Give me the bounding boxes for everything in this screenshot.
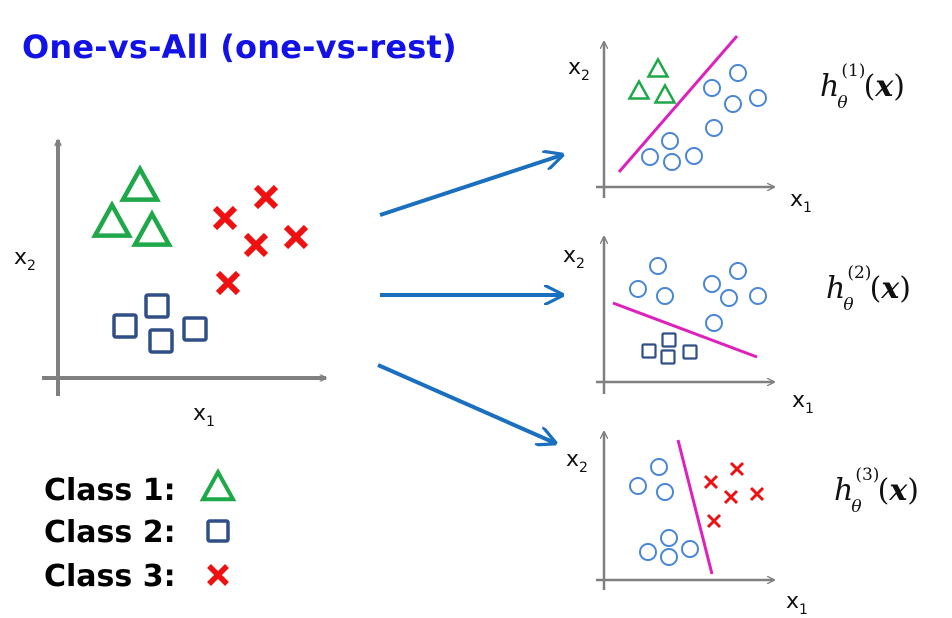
class-3-cross-point bbox=[253, 184, 279, 210]
legend-cross-icon bbox=[207, 564, 229, 586]
main-y-axis-label: x2 bbox=[14, 245, 36, 274]
rest-circle-point bbox=[629, 280, 647, 298]
rest-circle-point bbox=[661, 132, 679, 150]
rest-circle-point bbox=[641, 148, 659, 166]
subplot-2: x2 x1 h(2)θ(x) bbox=[563, 237, 911, 417]
subplot-2-decision-boundary bbox=[612, 301, 758, 359]
rest-circle-point bbox=[749, 89, 767, 107]
class-3-cross-point bbox=[283, 224, 309, 250]
main-data-points bbox=[91, 164, 309, 354]
rest-circle-point bbox=[720, 289, 738, 307]
main-x-axis-label: x1 bbox=[193, 401, 215, 430]
legend-triangle-icon bbox=[199, 468, 237, 502]
square-positive-point bbox=[660, 349, 676, 365]
page-title: One-vs-All (one-vs-rest) bbox=[22, 28, 457, 66]
subplot-2-points bbox=[629, 257, 767, 365]
subplot-2-x-label: x1 bbox=[792, 388, 814, 417]
arrow-to-subplot-1 bbox=[379, 155, 562, 217]
rest-circle-point bbox=[749, 287, 767, 305]
hypothesis-1-label: h(1)θ(x) bbox=[820, 61, 905, 113]
cross-positive-point bbox=[729, 461, 745, 477]
arrow-to-subplot-3 bbox=[377, 363, 555, 443]
subplot-1-decision-boundary bbox=[617, 35, 739, 173]
rest-circle-point bbox=[656, 287, 674, 305]
class-2-square-point bbox=[144, 293, 170, 319]
rest-circle-point bbox=[629, 477, 647, 495]
legend-markers bbox=[199, 468, 237, 586]
rest-circle-point bbox=[729, 64, 747, 82]
cross-positive-point bbox=[703, 474, 719, 490]
rest-circle-point bbox=[729, 262, 747, 280]
subplot-1-y-label: x2 bbox=[568, 55, 590, 84]
rest-circle-point bbox=[663, 153, 681, 171]
subplot-3: x2 x1 h(3)θ(x) bbox=[566, 432, 919, 618]
legend-class-2-label: Class 2: bbox=[44, 515, 176, 550]
rest-circle-point bbox=[705, 314, 723, 332]
class-1-triangle-point bbox=[131, 209, 173, 247]
rest-circle-point bbox=[705, 119, 723, 137]
subplot-3-points bbox=[629, 458, 765, 566]
subplot-3-x-label: x1 bbox=[786, 589, 808, 618]
rest-circle-point bbox=[724, 95, 742, 113]
triangle-positive-point bbox=[627, 78, 651, 100]
square-positive-point bbox=[682, 344, 698, 360]
class-1-triangle-point bbox=[119, 164, 161, 202]
triangle-positive-point bbox=[646, 56, 670, 78]
square-positive-point bbox=[641, 343, 657, 359]
legend-square-icon bbox=[206, 519, 230, 543]
subplot-1-points bbox=[627, 56, 767, 171]
legend-class-1-label: Class 1: bbox=[44, 473, 176, 508]
arrows bbox=[377, 155, 562, 443]
main-plot: x2 x1 bbox=[14, 140, 326, 430]
subplot-3-decision-boundary bbox=[676, 439, 714, 575]
cross-positive-point bbox=[723, 489, 739, 505]
rest-circle-point bbox=[703, 79, 721, 97]
cross-positive-point bbox=[749, 486, 765, 502]
rest-circle-point bbox=[650, 458, 668, 476]
class-2-square-point bbox=[148, 328, 174, 354]
hypothesis-3-label: h(3)θ(x) bbox=[834, 465, 919, 517]
rest-circle-point bbox=[649, 257, 667, 275]
triangle-positive-point bbox=[653, 82, 677, 104]
hypothesis-2-label: h(2)θ(x) bbox=[826, 263, 911, 315]
rest-circle-point bbox=[639, 543, 657, 561]
rest-circle-point bbox=[660, 529, 678, 547]
class-3-cross-point bbox=[215, 270, 241, 296]
subplot-1-x-label: x1 bbox=[790, 187, 812, 216]
class-1-triangle-point bbox=[91, 200, 133, 238]
subplot-1: x2 x1 h(1)θ(x) bbox=[568, 35, 905, 216]
square-positive-point bbox=[661, 332, 677, 348]
cross-positive-point bbox=[706, 513, 722, 529]
rest-circle-point bbox=[681, 540, 699, 558]
rest-circle-point bbox=[656, 483, 674, 501]
rest-circle-point bbox=[703, 275, 721, 293]
rest-circle-point bbox=[660, 548, 678, 566]
class-3-cross-point bbox=[243, 232, 269, 258]
legend: Class 1: Class 2: Class 3: bbox=[44, 468, 237, 594]
subplot-3-y-label: x2 bbox=[566, 447, 588, 476]
rest-circle-point bbox=[685, 147, 703, 165]
class-2-square-point bbox=[182, 316, 208, 342]
legend-class-3-label: Class 3: bbox=[44, 559, 176, 594]
subplot-2-y-label: x2 bbox=[563, 243, 585, 272]
class-3-cross-point bbox=[212, 205, 238, 231]
class-2-square-point bbox=[112, 313, 138, 339]
